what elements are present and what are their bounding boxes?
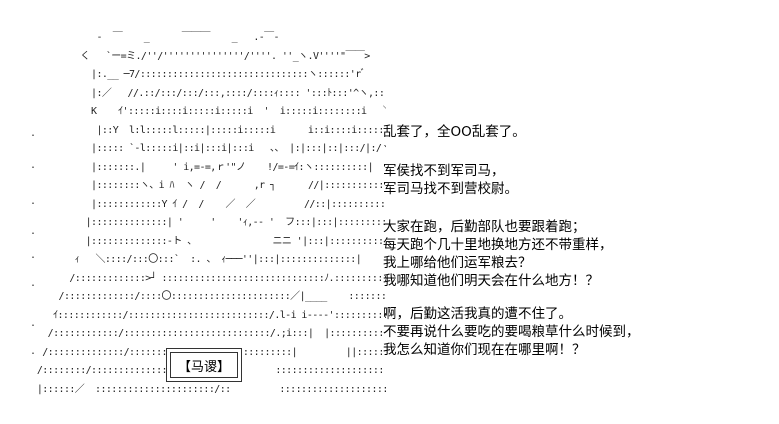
dialogue-line: 乱套了，全OO乱套了。 xyxy=(383,124,526,140)
stray-dot: . xyxy=(30,250,37,261)
stray-dot: . xyxy=(30,160,37,171)
dialogue-line: 我哪知道他们明天会在什么地方！？ xyxy=(383,273,599,289)
ascii-art-line: |::::::::ヽ、i ﾊ ヽ / / ,r ┐ //|:::::::::::… xyxy=(26,180,386,191)
stray-dot: . xyxy=(30,346,37,357)
ascii-art-line: ｲ::::::::::::/::::::::::::::::::::::::::… xyxy=(53,309,386,321)
dialogue-line: 大家在跑，后勤部队也要跟着跑； xyxy=(383,219,586,235)
ascii-art-line: |:.__ ─7/:::::::::::::::::::::::::::::::… xyxy=(26,69,386,80)
stray-dot: . xyxy=(30,278,37,289)
ascii-art-line: ｨ ＼::::/:::〇:::` :. 、 ｨ───''|:::|:::::::… xyxy=(26,254,362,265)
dialogue-line: 每天跑个几十里地换地方还不带重样， xyxy=(383,237,613,253)
stray-dot: . xyxy=(30,226,37,237)
ascii-art-line: /:::::::::::::>┘ :::::::::::::::::::::::… xyxy=(69,272,386,284)
dialogue-block: 乱套了，全OO乱套了。 军侯找不到军司马， 军司马找不到营校尉。 大家在跑，后勤… xyxy=(383,0,773,424)
ascii-art-line: |::::::／ ::::::::::::::::::::::/:: :::::… xyxy=(36,383,386,395)
ascii-art-line: /::::::::/::::::::::::::::::::::::: ::::… xyxy=(36,365,386,376)
stray-dot: . xyxy=(30,318,37,329)
dialogue-line: 啊，后勤这活我真的遭不住了。 xyxy=(383,306,572,322)
ascii-art-character: - ￣ _ ￣￣￣ _ .-￣- く `ー=ミ./''/''''''''''''… xyxy=(26,30,386,415)
ascii-art-line: く `ー=ミ./''/'''''''''''''''/''''. ''_ヽ.V'… xyxy=(26,50,370,62)
ascii-art-line: |::::::::::::::| ' ' 'ｨ,‐‐ ' フ:::|:::|::… xyxy=(26,217,386,228)
dialogue-line: 我怎么知道你们现在在哪里啊！？ xyxy=(383,342,586,358)
ascii-art-line: |::::::::::::Y ｲ / / ／ ／ //::|::::::::::… xyxy=(26,198,386,210)
dialogue-line: 我上哪给他们运军粮去？ xyxy=(383,255,532,271)
ascii-art-line: - ￣ _ ￣￣￣ _ .-￣- xyxy=(26,32,279,43)
ascii-art-line: /::::::::::::/::::::::::::::::::::::::::… xyxy=(47,328,386,339)
dialogue-line: 军侯找不到军司马， xyxy=(383,163,505,179)
ascii-art-line: |:／ //.::/:::/:::/:::,::::/::::ｨ:::: '::… xyxy=(26,87,386,99)
stray-dot: . xyxy=(30,196,37,207)
speaker-name-box: 【马谡】 xyxy=(170,352,238,378)
ascii-art-line: /:::::::::::::/::::〇::::::::::::::::::::… xyxy=(58,291,386,302)
stray-dot: . xyxy=(30,128,37,139)
ascii-art-line: K ｲ':::::i::::i:::::i:::::i ' i:::::i:::… xyxy=(26,106,386,117)
ascii-art-line: /::::::::::::::/::::::::::::::::::::::::… xyxy=(42,346,386,358)
ascii-art-line: |::::::::::::::-ト 、 ニニ '|:::|:::::::::::… xyxy=(26,235,386,247)
ascii-art-line: |::Y l:l:::::l:::::|:::::i:::::i i::i:::… xyxy=(96,124,386,136)
dialogue-line: 军司马找不到营校尉。 xyxy=(383,181,518,197)
dialogue-line: 不要再说什么要吃的要喝粮草什么时候到， xyxy=(383,324,640,340)
ascii-art-line: |:::::::.| ' i,=‐=,ｒ'"ノ !/=‐=ｲ:ヽ::::::::… xyxy=(26,161,374,173)
ascii-art-line: |::::: `‐l:::::i|::i|:::i|:::i 、、 |:|:::… xyxy=(26,143,386,154)
speaker-name: 【马谡】 xyxy=(177,359,230,375)
